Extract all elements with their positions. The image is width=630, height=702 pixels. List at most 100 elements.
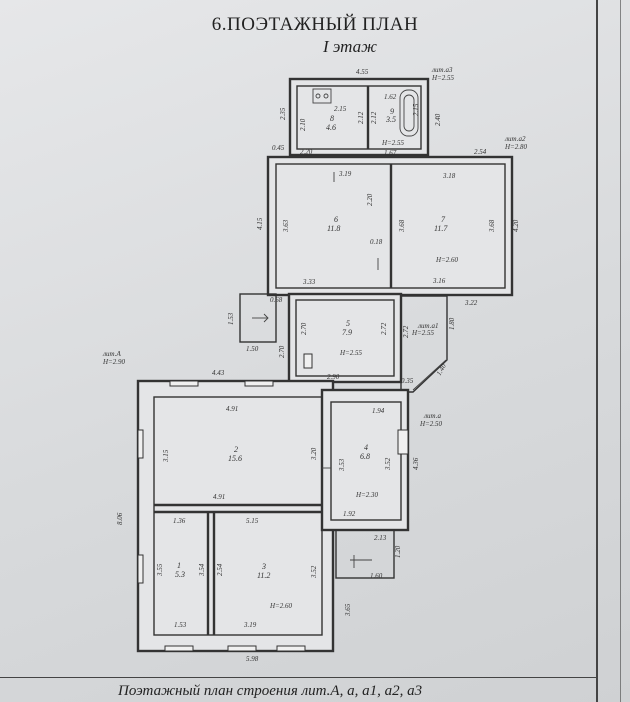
room-3-number: 3 xyxy=(261,562,266,571)
window xyxy=(137,554,144,584)
dim: 2.20 xyxy=(366,193,374,206)
dim: 2.70 xyxy=(278,345,286,358)
room-4-area: 6.8 xyxy=(360,452,370,461)
dim: 3.68 xyxy=(398,219,406,233)
dim: 2.72 xyxy=(380,322,388,335)
dim: 3.16 xyxy=(432,277,446,285)
liter-A-name: лит.А xyxy=(102,350,121,358)
dim: 3.55 xyxy=(156,563,164,577)
dim: 5.98 xyxy=(246,655,259,663)
dim: 1.36 xyxy=(173,517,186,525)
sink-drain-icon xyxy=(323,93,329,99)
liter-a-height: H=2.50 xyxy=(419,420,443,428)
liter-a3-height: H=2.55 xyxy=(431,74,455,82)
room-9-number: 9 xyxy=(390,107,394,116)
height-4: H=2.30 xyxy=(355,491,379,499)
dim: 4.15 xyxy=(256,217,264,230)
window xyxy=(276,645,306,652)
dim: 1.80 xyxy=(448,317,456,330)
dim: 3.19 xyxy=(338,170,352,178)
room-5-number: 5 xyxy=(346,319,350,328)
dim: 2.40 xyxy=(434,113,442,126)
dim: 1.62 xyxy=(384,93,397,101)
dim: 1.92 xyxy=(343,510,356,518)
dim: 0.18 xyxy=(370,238,383,246)
dim: 2.13 xyxy=(374,534,387,542)
room-6-area: 11.8 xyxy=(327,224,340,233)
dim: 1.94 xyxy=(372,407,385,415)
dim: 0.35 xyxy=(401,377,414,385)
block-A xyxy=(136,379,335,653)
dim: 5.15 xyxy=(246,517,259,525)
dim: 1.20 xyxy=(394,545,402,558)
stove-icon xyxy=(303,353,313,369)
dim: 1.60 xyxy=(370,572,383,580)
room-2-area: 15.6 xyxy=(228,454,242,463)
sink-drain-icon xyxy=(315,93,321,99)
height-3: H=2.60 xyxy=(269,602,293,610)
room-7-area: 11.7 xyxy=(434,224,448,233)
porch-a1 xyxy=(239,293,277,343)
dim: 4.55 xyxy=(356,68,369,76)
window xyxy=(164,645,194,652)
block-a xyxy=(320,388,410,532)
dim: 8.06 xyxy=(116,512,124,525)
plan-title: 6.ПОЭТАЖНЫЙ ПЛАН xyxy=(211,14,419,35)
dim: 2.54 xyxy=(474,148,487,156)
dim: 3.54 xyxy=(198,563,206,577)
liter-a-name: лит.а xyxy=(423,412,441,420)
dim: 3.22 xyxy=(464,299,478,307)
room-6-number: 6 xyxy=(334,215,338,224)
dim: 0.45 xyxy=(272,144,285,152)
entry-a1-right xyxy=(400,295,448,393)
bathtub-inner-icon xyxy=(403,94,415,132)
dim: 3.18 xyxy=(442,172,456,180)
block-a3-inner xyxy=(296,85,422,150)
room-1-number: 1 xyxy=(177,561,181,570)
window xyxy=(244,380,274,387)
liter-a1-height: H=2.55 xyxy=(411,329,435,337)
height-5: H=2.55 xyxy=(339,349,363,357)
room-8-area: 4.6 xyxy=(326,123,336,132)
dim: 2.12 xyxy=(370,111,378,124)
dim: 2.72 xyxy=(402,325,410,338)
dim: 4.91 xyxy=(226,405,238,413)
plan-caption: Поэтажный план строения лит.А, а, а1, а2… xyxy=(118,683,423,699)
window xyxy=(137,429,144,459)
dim: 2.54 xyxy=(216,563,224,576)
room-1-area: 5.3 xyxy=(175,570,185,579)
dim: 3.53 xyxy=(338,458,346,472)
window xyxy=(397,429,409,455)
porch-arrow-icon xyxy=(263,313,269,323)
liter-a3-name: лит.а3 xyxy=(431,66,453,74)
dim: 3.63 xyxy=(282,219,290,233)
room-7-number: 7 xyxy=(441,215,446,224)
bathtub-icon xyxy=(399,89,419,137)
dim: 1.53 xyxy=(174,621,187,629)
dim: 2.20 xyxy=(300,148,313,156)
dim: 3.20 xyxy=(310,447,318,461)
height-a3: H=2.55 xyxy=(381,139,405,147)
sheet-border-outer xyxy=(620,0,621,702)
room-5-area: 7.9 xyxy=(342,328,352,337)
dim: 2.90 xyxy=(327,373,340,381)
room-3-area: 11.2 xyxy=(257,571,270,580)
liter-a2-height: H=2.80 xyxy=(504,143,528,151)
height-7: H=2.60 xyxy=(435,256,459,264)
block-a1 xyxy=(287,292,403,384)
dim: 2.15 xyxy=(412,103,420,116)
dim: 1.50 xyxy=(246,345,259,353)
dim: 2.12 xyxy=(357,111,365,124)
dim: 0.68 xyxy=(270,296,283,304)
dim: 1.53 xyxy=(227,312,235,325)
floor-label: I этаж xyxy=(323,37,377,56)
sheet-border-bottom xyxy=(0,677,597,679)
dim: 4.20 xyxy=(512,219,520,232)
sink-icon xyxy=(312,88,332,104)
dim: 1.67 xyxy=(384,149,397,157)
porch-a xyxy=(335,529,395,579)
dim: 3.19 xyxy=(243,621,257,629)
block-a1-inner xyxy=(295,299,395,377)
dim: 2.35 xyxy=(279,107,287,120)
